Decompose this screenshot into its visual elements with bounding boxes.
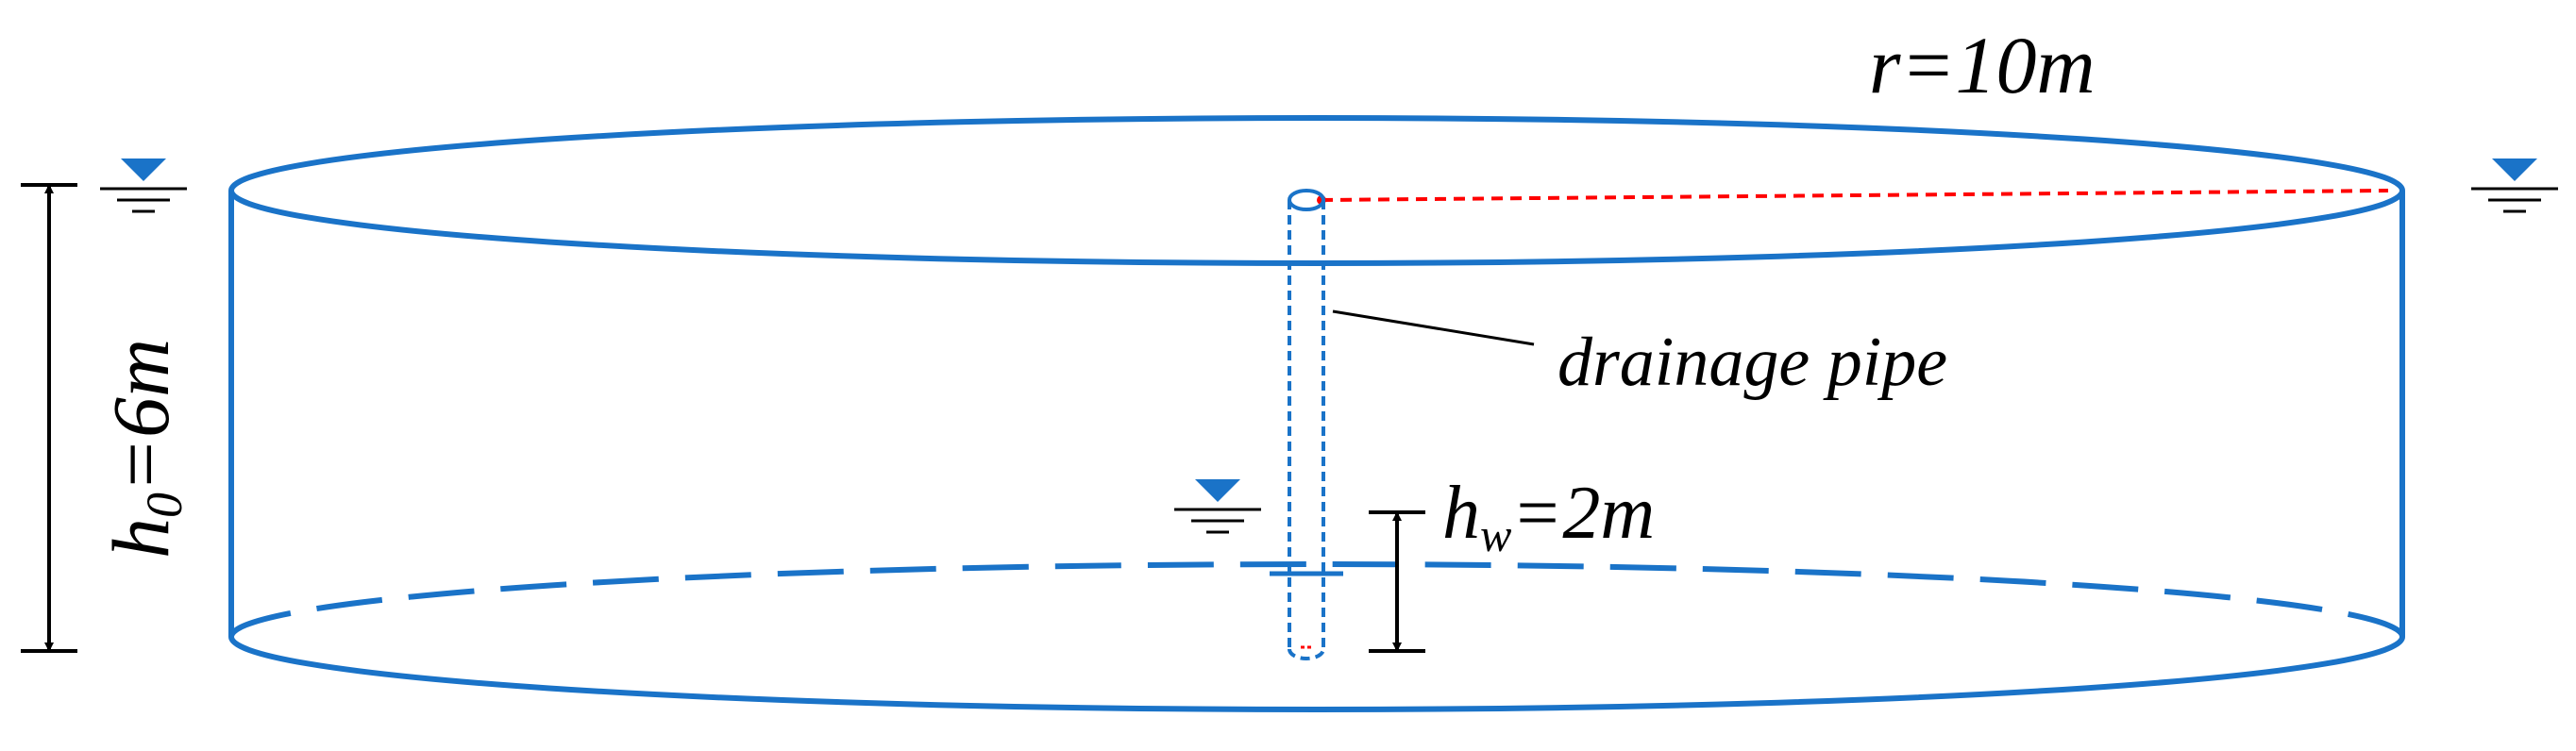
- radius-label: r=10m: [1869, 20, 2096, 110]
- double-arrow-icon: [1369, 510, 1425, 653]
- water-level-icon: [2471, 159, 2558, 213]
- height-label: h0=6m: [95, 339, 193, 559]
- radius-line: [1321, 189, 2389, 202]
- drainage-pipe: [1288, 189, 1325, 660]
- pipe-label: drainage pipe: [1557, 324, 1947, 401]
- cylinder-bottom-front-arc: [228, 636, 2405, 712]
- water-level-icon: [100, 159, 187, 213]
- water-height-label: hw=2m: [1442, 472, 1655, 561]
- double-arrow-icon: [21, 183, 77, 653]
- water-level-icon: [1174, 479, 1261, 534]
- pipe-label-leader: [1332, 309, 1535, 346]
- pipe-bottom-arc: [1288, 648, 1325, 660]
- cylinder-bottom-back-arc: [228, 561, 2405, 638]
- cylinder: [228, 115, 2405, 712]
